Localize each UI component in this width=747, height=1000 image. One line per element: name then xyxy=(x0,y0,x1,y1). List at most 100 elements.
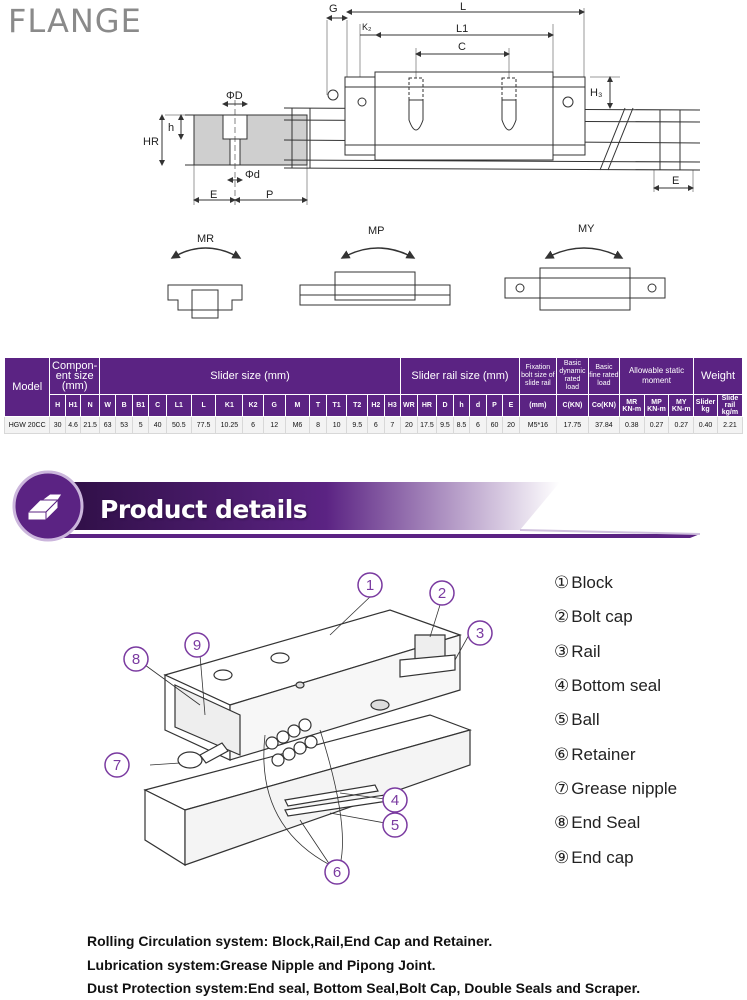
legend-number: ⑦ xyxy=(554,778,570,798)
subheader-cell: P xyxy=(485,394,504,417)
assembly-illustration: 1 2 3 4 5 6 7 8 9 xyxy=(104,572,493,885)
info-lubrication: Lubrication system:Grease Nipple and Pip… xyxy=(87,957,436,973)
header-fixation-bolt: Fixation bolt size of slide rail xyxy=(518,357,557,395)
subheader-cell: G xyxy=(262,394,286,417)
legend-label: Bottom seal xyxy=(571,676,662,696)
dimension-drawing: G L K₂ L1 C H₃ ΦD HR h Φd E P E MR MP MY xyxy=(143,1,701,319)
subheader-cell: K2 xyxy=(242,394,264,417)
legend-number: ⑤ xyxy=(554,710,570,730)
callout-3-text: 3 xyxy=(476,625,484,642)
table-cell: 0.27 xyxy=(643,416,670,434)
table-cell: 0.27 xyxy=(668,416,695,434)
table-cell: 0.40 xyxy=(693,416,718,434)
banner-title: Product details xyxy=(100,495,308,524)
info-rolling: Rolling Circulation system: Block,Rail,E… xyxy=(87,933,493,949)
header-component-size: Compon-ent size (mm) xyxy=(49,357,100,395)
subheader-cell: H3 xyxy=(383,394,402,417)
table-cell: 9.5 xyxy=(436,416,454,434)
dim-label-k2: K₂ xyxy=(362,22,372,32)
callout-5-text: 5 xyxy=(391,817,399,834)
table-cell: 40 xyxy=(148,416,167,434)
table-cell: 17.5 xyxy=(416,416,438,434)
table-cell: 6 xyxy=(367,416,385,434)
callout-7 xyxy=(104,752,130,778)
legend-label: Grease nipple xyxy=(571,778,678,798)
subheader-cell: d xyxy=(469,394,487,417)
table-cell: 20 xyxy=(400,416,418,434)
dim-label-p: P xyxy=(266,189,273,201)
callout-3 xyxy=(467,620,493,646)
product-details-banner xyxy=(12,470,701,542)
subheader-cell: T2 xyxy=(346,394,369,417)
legend-label: End Seal xyxy=(571,813,641,833)
moment-my-view xyxy=(504,247,666,311)
cross-section xyxy=(159,100,308,205)
callout-9 xyxy=(184,632,210,658)
subheader-cell: H2 xyxy=(367,394,385,417)
subheader-cell: C(KN) xyxy=(555,394,589,417)
subheader-cell: T xyxy=(309,394,327,417)
table-cell: 10.25 xyxy=(215,416,244,434)
subheader-cell: L1 xyxy=(165,394,192,417)
dim-label-e-right: E xyxy=(672,175,679,187)
info-dust-protection: Dust Protection system:End seal, Bottom … xyxy=(87,980,641,996)
table-cell: 21.5 xyxy=(80,416,100,434)
header-rail-size: Slider rail size (mm) xyxy=(400,357,520,395)
table-cell: 37.84 xyxy=(587,416,620,434)
callout-1-text: 1 xyxy=(366,577,374,594)
table-cell: 5 xyxy=(131,416,150,434)
table-cell: 30 xyxy=(49,416,66,434)
table-cell: 17.75 xyxy=(555,416,589,434)
subheader-cell: H1 xyxy=(64,394,82,417)
table-cell: 8 xyxy=(309,416,327,434)
moment-label-mp: MP xyxy=(368,225,385,237)
header-weight: Weight xyxy=(693,357,743,395)
subheader-cell: N xyxy=(80,394,100,417)
callout-7-text: 7 xyxy=(113,757,121,774)
dim-label-h: h xyxy=(168,122,174,134)
subheader-cell: M xyxy=(284,394,311,417)
header-static-moment: Allowable static moment xyxy=(618,357,695,395)
table-cell: 0.38 xyxy=(618,416,645,434)
legend-number: ② xyxy=(554,607,570,627)
legend-number: ⑥ xyxy=(554,744,570,764)
subheader-cell: H xyxy=(49,394,66,417)
table-cell: M5*16 xyxy=(518,416,557,434)
legend-label: Ball xyxy=(571,710,600,730)
legend-label: Rail xyxy=(571,641,601,661)
callout-2-text: 2 xyxy=(438,585,446,602)
moment-label-mr: MR xyxy=(197,233,214,245)
header-static-load: Basic fine rated load xyxy=(587,357,620,395)
subheader-cell: C xyxy=(148,394,167,417)
subheader-cell: L xyxy=(190,394,217,417)
subheader-cell: HR xyxy=(416,394,438,417)
subheader-cell: E xyxy=(502,394,520,417)
subheader-cell: B1 xyxy=(131,394,150,417)
subheader-cell: WR xyxy=(400,394,418,417)
spec-table: Model Compon-ent size (mm) Slider size (… xyxy=(3,357,744,434)
dim-label-e: E xyxy=(210,189,217,201)
subheader-cell: T1 xyxy=(325,394,348,417)
legend-number: ① xyxy=(554,573,570,593)
dim-label-phi-d-upper: ΦD xyxy=(226,90,243,102)
table-cell: 2.21 xyxy=(716,416,744,434)
subheader-cell: K1 xyxy=(215,394,244,417)
subheader-cell: B xyxy=(115,394,133,417)
flange-title: FLANGE xyxy=(8,2,142,40)
header-dynamic-load: Basic dynamic rated load xyxy=(555,357,589,395)
dim-label-h3: H₃ xyxy=(590,87,602,99)
